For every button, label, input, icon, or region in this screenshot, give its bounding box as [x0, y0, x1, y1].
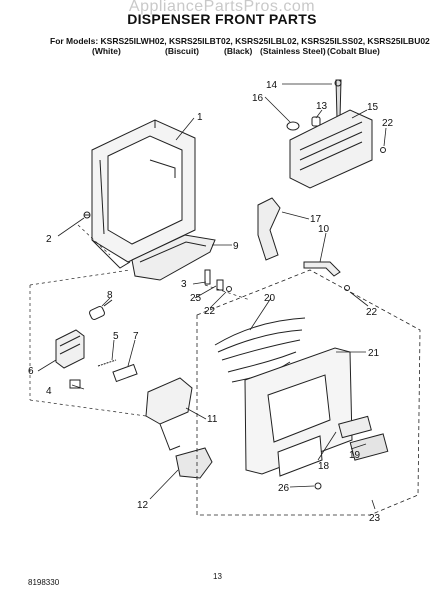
part-nut-13 — [311, 116, 321, 127]
callout-19: 19 — [349, 450, 361, 461]
assembly-guide-lines — [29, 224, 251, 417]
part-lamp-16 — [286, 121, 300, 131]
part-chute-door-11 — [145, 377, 193, 451]
callout-6: 6 — [28, 366, 34, 377]
callout-17: 17 — [310, 214, 322, 225]
callout-8: 8 — [107, 290, 113, 301]
callout-leaders — [37, 83, 387, 510]
part-screw-2 — [83, 211, 91, 219]
callout-1: 1 — [197, 112, 203, 123]
page-number: 13 — [213, 572, 222, 581]
callout-20: 20 — [264, 293, 276, 304]
part-bracket-17 — [257, 197, 281, 261]
assembly-outline-23 — [196, 269, 421, 516]
callout-16: 16 — [252, 93, 264, 104]
callout-5: 5 — [113, 331, 119, 342]
page-title: DISPENSER FRONT PARTS — [127, 11, 317, 27]
part-switch-3 — [204, 269, 211, 285]
part-lever-arm-10 — [303, 261, 341, 277]
part-hinge-7 — [112, 363, 138, 383]
callout-12: 12 — [137, 500, 149, 511]
callout-25: 25 — [190, 293, 202, 304]
watermark-text: AppliancePartsPros.com — [128, 0, 316, 15]
callout-11: 11 — [207, 414, 218, 425]
part-solenoid-8 — [89, 299, 113, 321]
part-keypad-19 — [349, 433, 389, 461]
models-line: For Models: KSRS25ILWH02, KSRS25ILBT02, … — [50, 36, 430, 46]
callout-13: 13 — [316, 101, 328, 112]
part-spring-5 — [97, 359, 117, 367]
part-dispenser-housing — [91, 119, 196, 269]
variant-black: (Black) — [224, 46, 253, 56]
callout-22-a: 22 — [382, 118, 394, 129]
document-number: 8198330 — [28, 578, 60, 587]
variant-cobalt-blue: (Cobalt Blue) — [327, 46, 380, 56]
callout-10: 10 — [318, 224, 330, 235]
variant-biscuit: (Biscuit) — [165, 46, 199, 56]
part-lever-14 — [334, 79, 342, 119]
callout-23: 23 — [369, 513, 381, 524]
callout-9: 9 — [233, 241, 239, 252]
callout-15: 15 — [367, 102, 379, 113]
part-clip-25 — [216, 279, 224, 291]
part-screw-26 — [314, 482, 322, 490]
part-drip-tray — [131, 234, 216, 281]
part-wiring-harness-20 — [214, 317, 306, 383]
part-screw-22a — [380, 147, 386, 153]
callout-4: 4 — [46, 386, 52, 397]
part-clip-4 — [69, 379, 81, 389]
part-control-board-18 — [338, 415, 372, 439]
variant-white: (White) — [92, 46, 121, 56]
callout-21: 21 — [368, 348, 380, 359]
part-panel-21 — [244, 347, 353, 477]
callout-3: 3 — [181, 279, 187, 290]
callout-numbers: 1 2 3 4 5 6 7 8 9 10 11 12 13 14 15 16 1… — [28, 80, 394, 524]
callout-14: 14 — [266, 80, 278, 91]
callout-18: 18 — [318, 461, 330, 472]
part-bracket-15 — [289, 109, 373, 189]
part-screw-22c — [226, 286, 232, 292]
callout-22-b: 22 — [204, 306, 216, 317]
variant-stainless-steel: (Stainless Steel) — [260, 46, 326, 56]
callout-7: 7 — [133, 331, 139, 342]
callout-2: 2 — [46, 234, 52, 245]
callout-26: 26 — [278, 483, 290, 494]
callout-22-c: 22 — [366, 307, 378, 318]
part-motor-6 — [55, 329, 85, 369]
part-ice-chute-12 — [175, 447, 213, 479]
